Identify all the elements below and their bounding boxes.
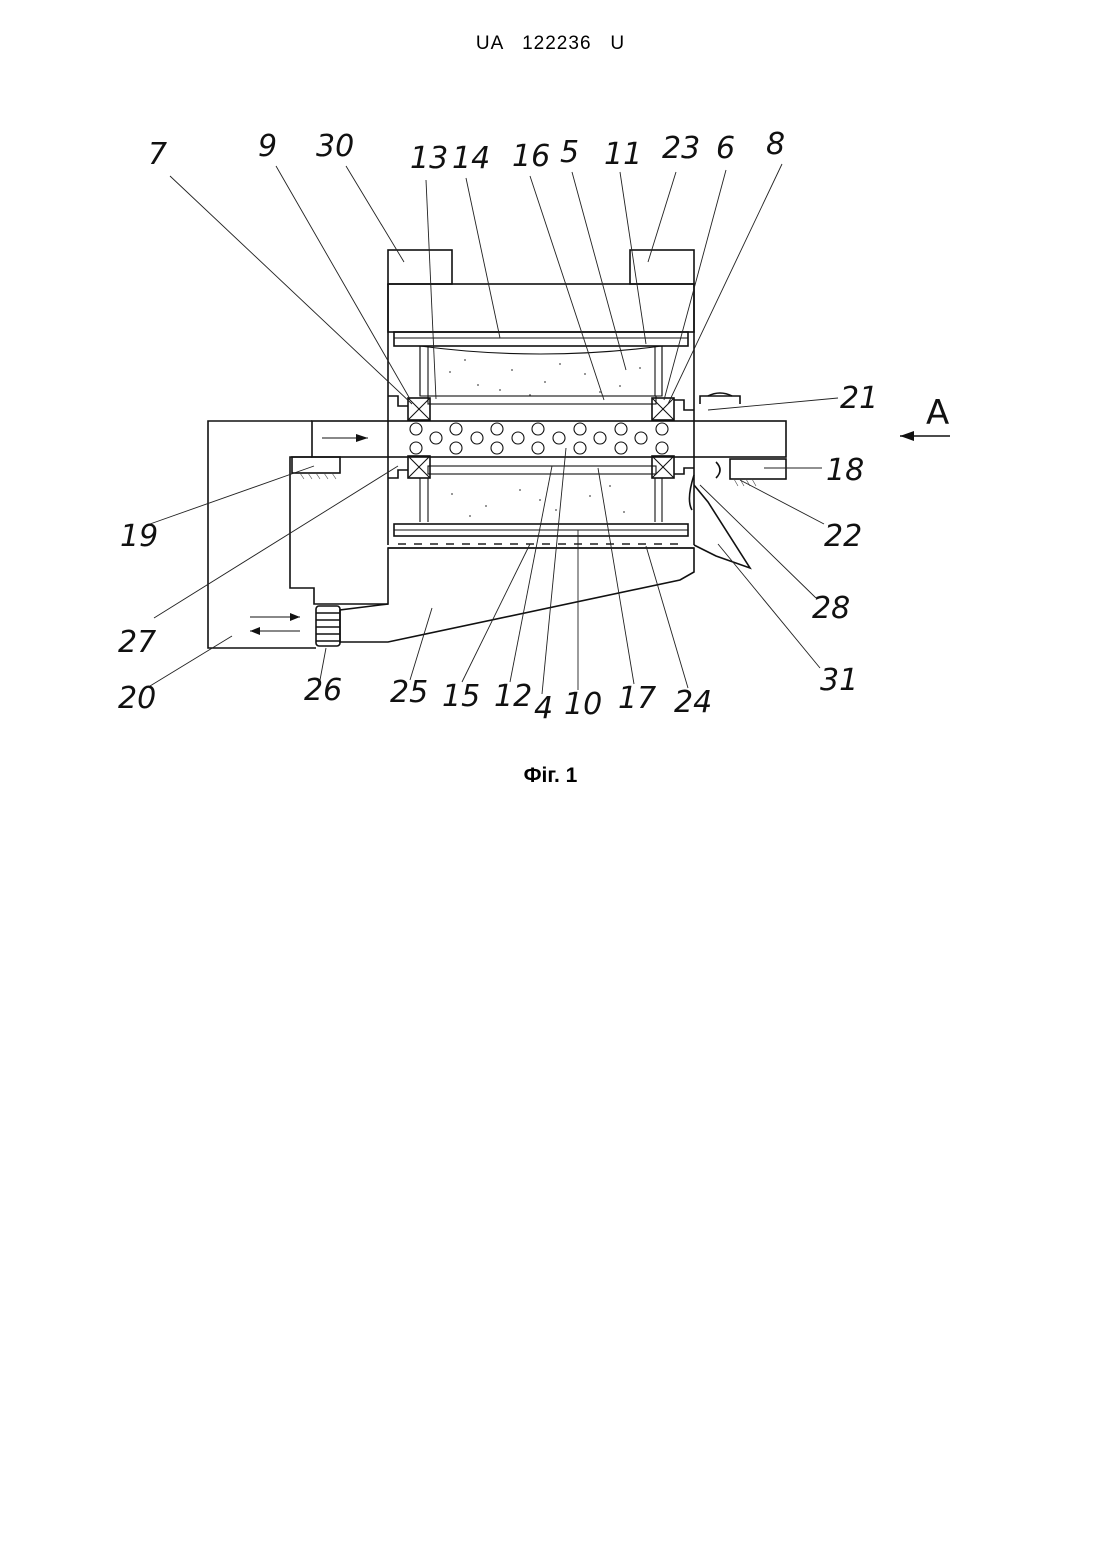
pulley-18 (730, 459, 786, 479)
hollow-shaft-4 (312, 421, 786, 457)
label-16: 16 (512, 139, 550, 174)
label-8: 8 (766, 127, 785, 162)
label-23: 23 (662, 131, 700, 166)
technical-drawing: A 7 9 30 13 14 16 5 11 23 6 8 (0, 0, 1101, 760)
frame-20 (208, 421, 316, 648)
label-7: 7 (148, 137, 167, 172)
label-26: 26 (304, 673, 342, 708)
label-21: 21 (840, 381, 878, 416)
label-31: 31 (820, 663, 858, 698)
label-12: 12 (494, 679, 532, 714)
frame-19 (290, 457, 388, 604)
label-22: 22 (824, 519, 862, 554)
bellows-26 (316, 606, 340, 646)
label-24: 24 (674, 685, 712, 720)
chute-31 (694, 485, 750, 568)
label-13: 13 (410, 141, 448, 176)
hopper-25 (340, 548, 694, 642)
clamp-19 (292, 457, 340, 473)
view-marker-a: A (926, 393, 949, 433)
upper-housing (388, 284, 694, 332)
label-18: 18 (826, 453, 864, 488)
label-25: 25 (390, 675, 428, 710)
top-block-23 (630, 250, 694, 284)
label-28: 28 (812, 591, 850, 626)
upper-chamber-5 (420, 346, 662, 396)
label-6: 6 (716, 131, 735, 166)
label-17: 17 (618, 681, 656, 716)
label-11: 11 (604, 137, 642, 172)
label-14: 14 (452, 141, 490, 176)
label-9: 9 (258, 129, 277, 164)
label-30: 30 (316, 129, 354, 164)
leader-lines (150, 164, 838, 694)
label-5: 5 (560, 135, 579, 170)
plate-14 (394, 332, 688, 346)
label-4: 4 (534, 691, 553, 726)
shaft-perforations (410, 423, 668, 454)
bearing-7 (408, 398, 430, 478)
label-10: 10 (564, 687, 602, 722)
label-19: 19 (120, 519, 158, 554)
label-27: 27 (118, 625, 156, 660)
figure-caption: Фіг. 1 (0, 764, 1101, 788)
top-block-30 (388, 250, 452, 284)
label-20: 20 (118, 681, 156, 716)
label-15: 15 (442, 679, 480, 714)
